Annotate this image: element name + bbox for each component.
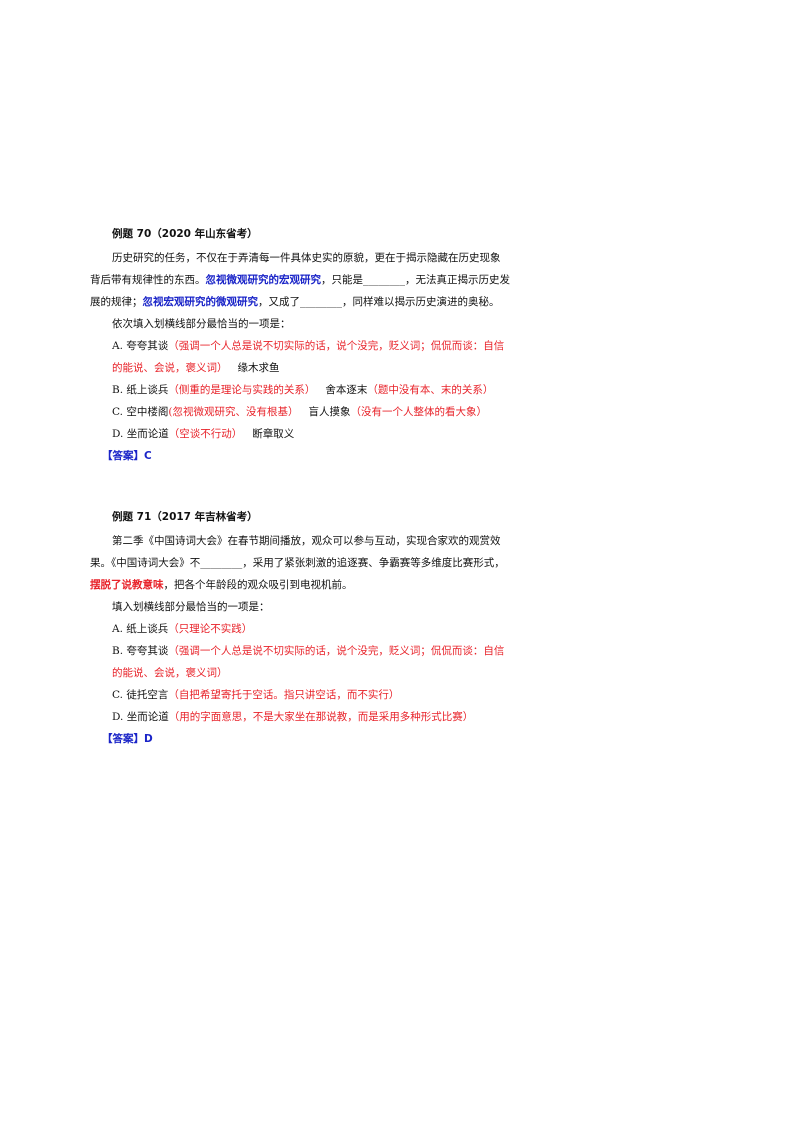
option-second: 断章取义 <box>252 428 295 440</box>
answer-tag: 【答案】 <box>102 450 144 462</box>
option-label: D. 坐而论道 <box>112 711 169 723</box>
option-label: C. 空中楼阁 <box>112 406 169 418</box>
example-71-question: 填入划横线部分最恰当的一项是： <box>112 601 270 613</box>
answer-line: 【答案】D <box>90 728 510 750</box>
option-note: （只理论不实践） <box>168 623 253 635</box>
passage-text: 历史研究的任务，不仅在于弄清每一件具体史实的原貌，更在于揭示隐藏在历史现象背后带… <box>90 252 501 286</box>
option-b: B. 夸夸其谈（强调一个人总是说不切实际的话，说个没完，贬义词；侃侃而谈：自信的… <box>90 640 510 684</box>
option-d: D. 坐而论道（用的字面意思，不是大家坐在那说教，而是采用多种形式比赛） <box>90 706 510 728</box>
option-label: A. 夸夸其谈 <box>112 340 169 352</box>
option-a: A. 纸上谈兵（只理论不实践） <box>90 618 510 640</box>
option-note: （强调一个人总是说不切实际的话，说个没完，贬义词；侃侃而谈：自信的能说、会说，褒… <box>112 645 505 679</box>
highlight-phrase: 忽视微观研究的宏观研究 <box>205 274 322 286</box>
passage-text: ，把各个年龄段的观众吸引到电视机前。 <box>163 579 353 591</box>
option-label: D. 坐而论道 <box>112 428 169 440</box>
option-note: （自把希望寄托于空话。指只讲空话，而不实行） <box>168 689 400 701</box>
option-note: （用的字面意思，不是大家坐在那说教，而是采用多种形式比赛） <box>168 711 474 723</box>
highlight-phrase: 摆脱了说教意味 <box>90 579 164 591</box>
example-70: 例题 70（2020 年山东省考） 历史研究的任务，不仅在于弄清每一件具体史实的… <box>90 226 510 467</box>
example-71-title: 例题 71（2017 年吉林省考） <box>112 511 258 523</box>
option-label: C. 徒托空言 <box>112 689 169 701</box>
option-a: A. 夸夸其谈（强调一个人总是说不切实际的话，说个没完，贬义词；侃侃而谈：自信的… <box>90 335 510 379</box>
option-b: B. 纸上谈兵（侧重的是理论与实践的关系） 舍本逐末（题中没有本、末的关系） <box>90 379 510 401</box>
passage-text: ，只能是________，无法真正揭示历史发展的规律； <box>90 274 510 308</box>
option-second: 舍本逐末 <box>325 384 368 396</box>
passage-text: 第二季《中国诗词大会》在春节期间播放，观众可以参与互动，实现合家欢的观赏效果。《… <box>90 535 505 569</box>
option-note: (忽视微观研究、没有根基） <box>168 406 299 418</box>
passage-text: ，又成了________，同样难以揭示历史演进的奥秘。 <box>258 296 500 308</box>
highlight-phrase: 忽视宏观研究的微观研究 <box>142 296 259 308</box>
option-label: A. 纸上谈兵 <box>112 623 169 635</box>
option-note: （空谈不行动） <box>168 428 243 440</box>
answer-value: D <box>144 733 153 745</box>
option-label: B. 夸夸其谈 <box>112 645 169 657</box>
example-71: 例题 71（2017 年吉林省考） 第二季《中国诗词大会》在春节期间播放，观众可… <box>90 509 510 750</box>
option-second-note: （没有一个人整体的看大象） <box>350 406 487 418</box>
option-c: C. 空中楼阁(忽视微观研究、没有根基） 盲人摸象（没有一个人整体的看大象） <box>90 401 510 423</box>
option-note: （侧重的是理论与实践的关系） <box>168 384 316 396</box>
answer-line: 【答案】C <box>90 445 510 467</box>
example-71-passage: 第二季《中国诗词大会》在春节期间播放，观众可以参与互动，实现合家欢的观赏效果。《… <box>90 530 510 596</box>
example-70-title: 例题 70（2020 年山东省考） <box>112 228 258 240</box>
option-second: 盲人摸象 <box>308 406 351 418</box>
option-label: B. 纸上谈兵 <box>112 384 169 396</box>
option-d: D. 坐而论道（空谈不行动） 断章取义 <box>90 423 510 445</box>
answer-tag: 【答案】 <box>102 733 144 745</box>
option-second-note: （题中没有本、末的关系） <box>367 384 494 396</box>
example-70-question: 依次填入划横线部分最恰当的一项是： <box>112 318 291 330</box>
answer-value: C <box>144 450 152 462</box>
example-70-passage: 历史研究的任务，不仅在于弄清每一件具体史实的原貌，更在于揭示隐藏在历史现象背后带… <box>90 247 510 313</box>
option-note: （强调一个人总是说不切实际的话，说个没完，贬义词；侃侃而谈：自信的能说、会说，褒… <box>112 340 505 374</box>
option-c: C. 徒托空言（自把希望寄托于空话。指只讲空话，而不实行） <box>90 684 510 706</box>
option-second: 缘木求鱼 <box>237 362 280 374</box>
